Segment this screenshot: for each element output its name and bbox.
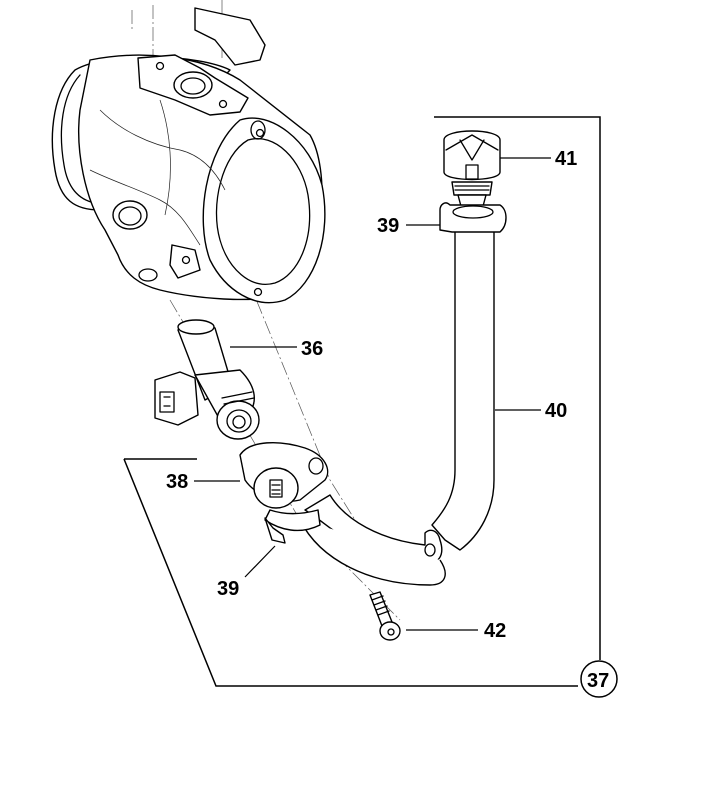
callout-37-circle <box>580 660 618 698</box>
screw <box>369 591 401 641</box>
leader-lines <box>194 157 551 631</box>
fuel-hose <box>431 227 495 551</box>
callouts: 36 41 39 40 38 39 42 37 <box>166 148 618 698</box>
assembly-bracket <box>123 116 601 687</box>
callout-40: 40 <box>545 400 567 422</box>
callout-39-lower: 39 <box>217 578 239 600</box>
fuel-injector <box>154 319 260 440</box>
callout-38: 38 <box>166 471 188 493</box>
callout-36: 36 <box>301 338 323 360</box>
upper-hose-clamp <box>439 202 507 233</box>
callout-39-upper: 39 <box>377 215 399 237</box>
throttle-body <box>51 7 326 304</box>
callout-42: 42 <box>484 620 506 642</box>
quick-connect-fitting <box>443 130 501 211</box>
callout-37: 37 <box>587 670 609 692</box>
fuel-fitting-and-lower-hose <box>239 441 446 586</box>
callout-41: 41 <box>555 148 577 170</box>
